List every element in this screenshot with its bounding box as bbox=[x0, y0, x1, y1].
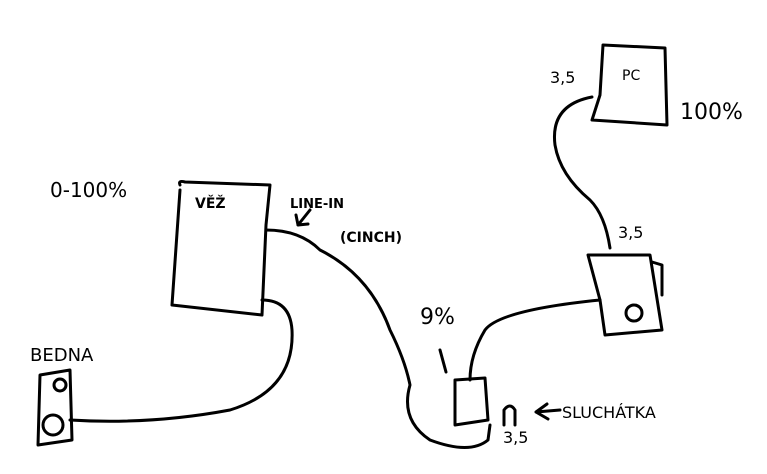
tower-volume: 0-100% bbox=[50, 178, 128, 202]
amplifier-jack-label: 3,5 bbox=[618, 223, 644, 242]
pc-volume: 100% bbox=[680, 100, 743, 125]
tower-box bbox=[170, 179, 272, 317]
headphone-device bbox=[453, 376, 490, 427]
pc-box bbox=[590, 43, 669, 127]
headphones-label: SLUCHÁTKA bbox=[562, 403, 656, 422]
headphone-plug bbox=[502, 404, 517, 427]
line-in-arrow bbox=[294, 208, 312, 227]
tower-label: VĚŽ bbox=[195, 196, 226, 212]
speaker-label: BEDNA bbox=[30, 345, 94, 366]
cable-tower-speaker bbox=[68, 298, 294, 423]
pc-jack-label: 3,5 bbox=[550, 68, 576, 87]
cable-pc-amp bbox=[552, 95, 612, 250]
amplifier-knob bbox=[624, 303, 644, 323]
speaker-tweeter bbox=[52, 377, 68, 393]
amplifier-box bbox=[586, 253, 664, 337]
volume-tick bbox=[438, 348, 448, 374]
cable-tower-device bbox=[264, 228, 492, 449]
headphones-arrow bbox=[534, 402, 562, 421]
device-volume: 9% bbox=[420, 305, 455, 330]
headphone-jack-label: 3,5 bbox=[503, 428, 529, 447]
speaker-woofer bbox=[41, 413, 65, 437]
pc-label: PC bbox=[622, 68, 641, 84]
speaker-box bbox=[36, 368, 74, 447]
cinch-label: (CINCH) bbox=[340, 230, 402, 246]
cable-amp-device bbox=[468, 298, 602, 382]
line-in-label: LINE-IN bbox=[290, 197, 344, 212]
